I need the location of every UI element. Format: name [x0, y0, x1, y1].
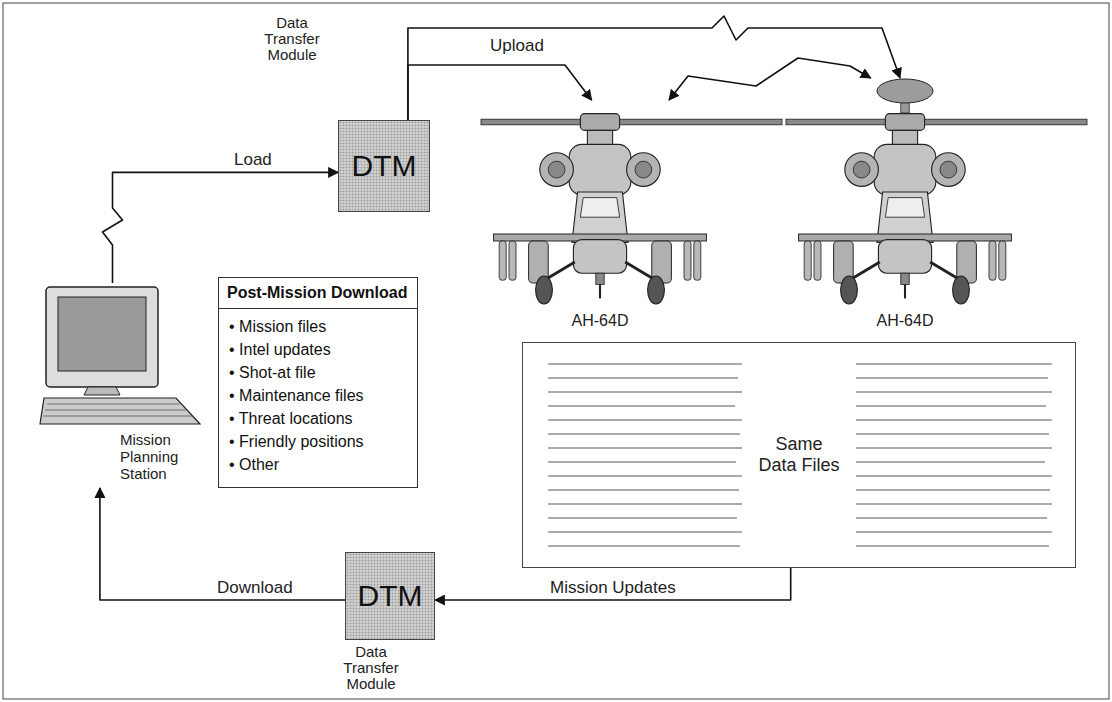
node-text: Post-Mission Download [219, 278, 417, 309]
connector [100, 488, 345, 600]
node-text: DTM [358, 579, 423, 613]
node-text: AH-64D [830, 312, 980, 330]
node-text: • Intel updates [219, 338, 417, 361]
node-text: Same Data Files [756, 434, 842, 476]
illustration-node: AH-64D [480, 100, 790, 335]
node-text: DTM [352, 149, 417, 183]
radar-dome [877, 79, 933, 103]
node-text: • Maintenance files [219, 384, 417, 407]
file-lines [548, 364, 742, 546]
node-text: Data Transfer Module [336, 644, 406, 692]
list-box: Post-Mission Download • Mission files• In… [218, 277, 418, 488]
computer-illustration [40, 287, 200, 424]
screen [58, 297, 146, 371]
keyboard-keys [43, 404, 192, 416]
node-text: • Shot-at file [219, 361, 417, 384]
node-text: • Friendly positions [219, 430, 417, 453]
edge-label: Mission Updates [548, 578, 678, 597]
node-text: • Threat locations [219, 407, 417, 430]
edge-label: Upload [488, 36, 546, 55]
connector [103, 172, 339, 283]
dtm-box: DTMData Transfer Module [338, 120, 430, 212]
node-text: Data Transfer Module [251, 15, 333, 63]
connector [435, 568, 791, 600]
illustration-node: Mission Planning Station [36, 283, 206, 488]
edge-label: Load [232, 150, 274, 169]
monitor [46, 287, 158, 387]
helicopter-illustration [481, 114, 782, 304]
frame [3, 3, 1109, 699]
dtm-box: DTMData Transfer Module [345, 552, 435, 640]
node-text: AH-64D [525, 312, 675, 330]
illustration-node: AH-64D [790, 78, 1100, 335]
helicopter-radar-illustration [877, 79, 933, 113]
keyboard [40, 398, 200, 424]
node-text: • Mission files [219, 315, 417, 338]
monitor-stand [84, 387, 120, 395]
connector [408, 65, 592, 120]
connector [408, 16, 900, 120]
connector [669, 58, 871, 100]
file-box: Same Data Files [522, 342, 1076, 568]
node-text: Mission Planning Station [120, 431, 204, 482]
edge-label: Download [215, 578, 295, 597]
helicopter-illustration [786, 114, 1087, 304]
node-text: • Other [219, 453, 417, 476]
file-lines [856, 364, 1052, 546]
